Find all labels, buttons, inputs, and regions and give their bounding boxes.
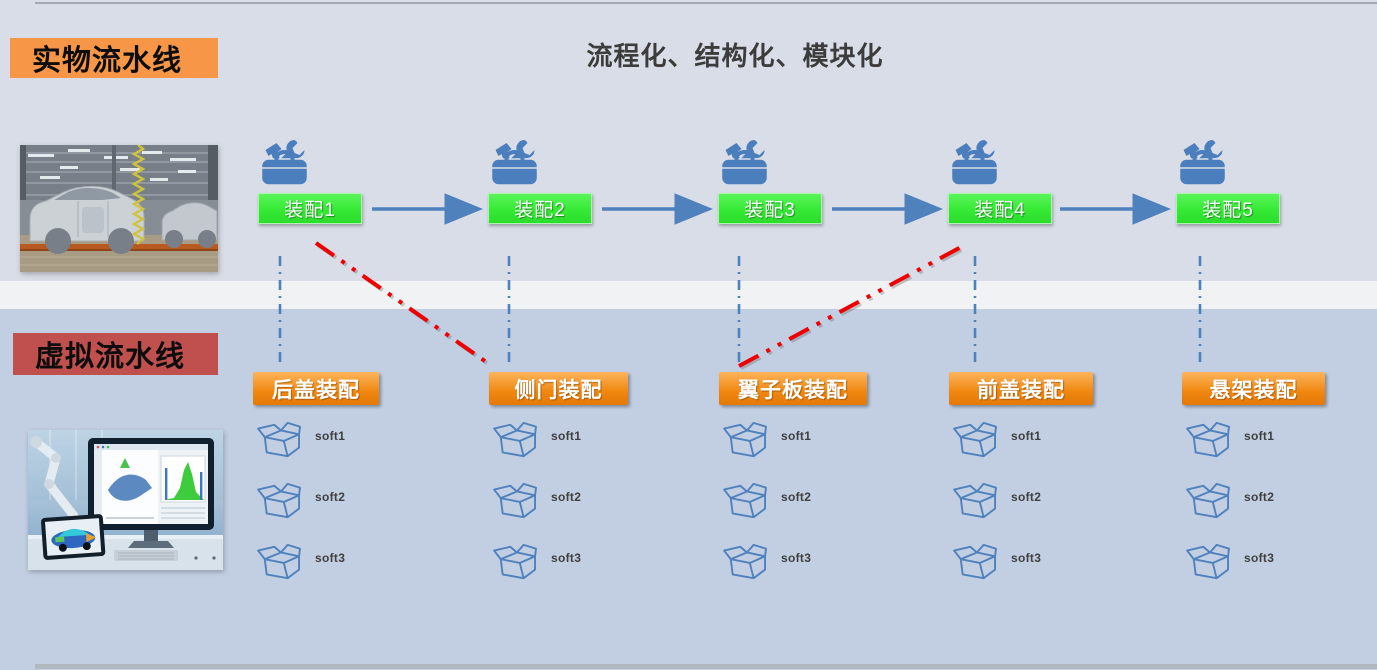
- module-header: 后盖装配: [253, 372, 379, 405]
- software-label: soft2: [1244, 490, 1275, 504]
- station-label: 装配2: [488, 193, 592, 224]
- open-box-icon: [493, 542, 539, 582]
- workstation-illustration: [28, 430, 223, 570]
- open-box-icon: [723, 481, 769, 521]
- software-label: soft1: [1244, 429, 1275, 443]
- software-item: soft3: [719, 542, 919, 582]
- software-label: soft1: [551, 429, 582, 443]
- open-box-icon: [953, 420, 999, 460]
- factory-illustration: [20, 145, 218, 272]
- software-item: soft3: [949, 542, 1149, 582]
- station-label: 装配5: [1176, 193, 1280, 224]
- open-box-icon: [723, 420, 769, 460]
- station-label: 装配1: [258, 193, 362, 224]
- module-header: 悬架装配: [1182, 372, 1325, 405]
- open-box-icon: [953, 481, 999, 521]
- software-item: soft1: [489, 420, 689, 460]
- station-4: 装配4: [948, 137, 1052, 225]
- open-box-icon: [493, 481, 539, 521]
- software-item: soft1: [1182, 420, 1377, 460]
- divider-band: [0, 281, 1377, 309]
- software-item: soft2: [719, 481, 919, 521]
- software-label: soft3: [551, 551, 582, 565]
- station-label: 装配4: [948, 193, 1052, 224]
- software-item: soft3: [489, 542, 689, 582]
- software-label: soft2: [551, 490, 582, 504]
- software-label: soft1: [315, 429, 346, 443]
- open-box-icon: [493, 420, 539, 460]
- software-item: soft2: [949, 481, 1149, 521]
- open-box-icon: [723, 542, 769, 582]
- factory-photo: [20, 145, 218, 272]
- physical-line-tag: 实物流水线: [10, 38, 218, 78]
- software-label: soft1: [781, 429, 812, 443]
- software-item: soft1: [253, 420, 453, 460]
- toolbox-icon: [1174, 137, 1231, 187]
- virtual-line-tag: 虚拟流水线: [13, 333, 218, 375]
- top-rule: [35, 2, 1377, 4]
- software-item: soft2: [253, 481, 453, 521]
- station-label: 装配3: [718, 193, 822, 224]
- station-3: 装配3: [718, 137, 822, 225]
- physical-line-background: [0, 0, 1377, 281]
- software-label: soft3: [1011, 551, 1042, 565]
- open-box-icon: [257, 542, 303, 582]
- software-label: soft3: [781, 551, 812, 565]
- toolbox-icon: [946, 137, 1003, 187]
- software-item: soft1: [949, 420, 1149, 460]
- software-label: soft1: [1011, 429, 1042, 443]
- software-label: soft2: [315, 490, 346, 504]
- open-box-icon: [1186, 542, 1232, 582]
- module-header: 翼子板装配: [719, 372, 867, 405]
- toolbox-icon: [486, 137, 543, 187]
- software-item: soft2: [489, 481, 689, 521]
- open-box-icon: [1186, 481, 1232, 521]
- software-label: soft2: [1011, 490, 1042, 504]
- software-item: soft2: [1182, 481, 1377, 521]
- virtual-line-background: [0, 309, 1377, 670]
- software-item: soft3: [1182, 542, 1377, 582]
- station-5: 装配5: [1176, 137, 1280, 225]
- open-box-icon: [257, 420, 303, 460]
- module-header: 侧门装配: [489, 372, 628, 405]
- software-label: soft2: [781, 490, 812, 504]
- software-label: soft3: [1244, 551, 1275, 565]
- software-item: soft3: [253, 542, 453, 582]
- station-1: 装配1: [258, 137, 362, 225]
- open-box-icon: [1186, 420, 1232, 460]
- module-header: 前盖装配: [949, 372, 1093, 405]
- virtual-workstation-photo: [28, 430, 223, 570]
- software-label: soft3: [315, 551, 346, 565]
- software-item: soft1: [719, 420, 919, 460]
- page-title: 流程化、结构化、模块化: [586, 41, 884, 71]
- station-2: 装配2: [488, 137, 592, 225]
- open-box-icon: [953, 542, 999, 582]
- toolbox-icon: [716, 137, 773, 187]
- bottom-rule: [35, 664, 1377, 669]
- toolbox-icon: [256, 137, 313, 187]
- open-box-icon: [257, 481, 303, 521]
